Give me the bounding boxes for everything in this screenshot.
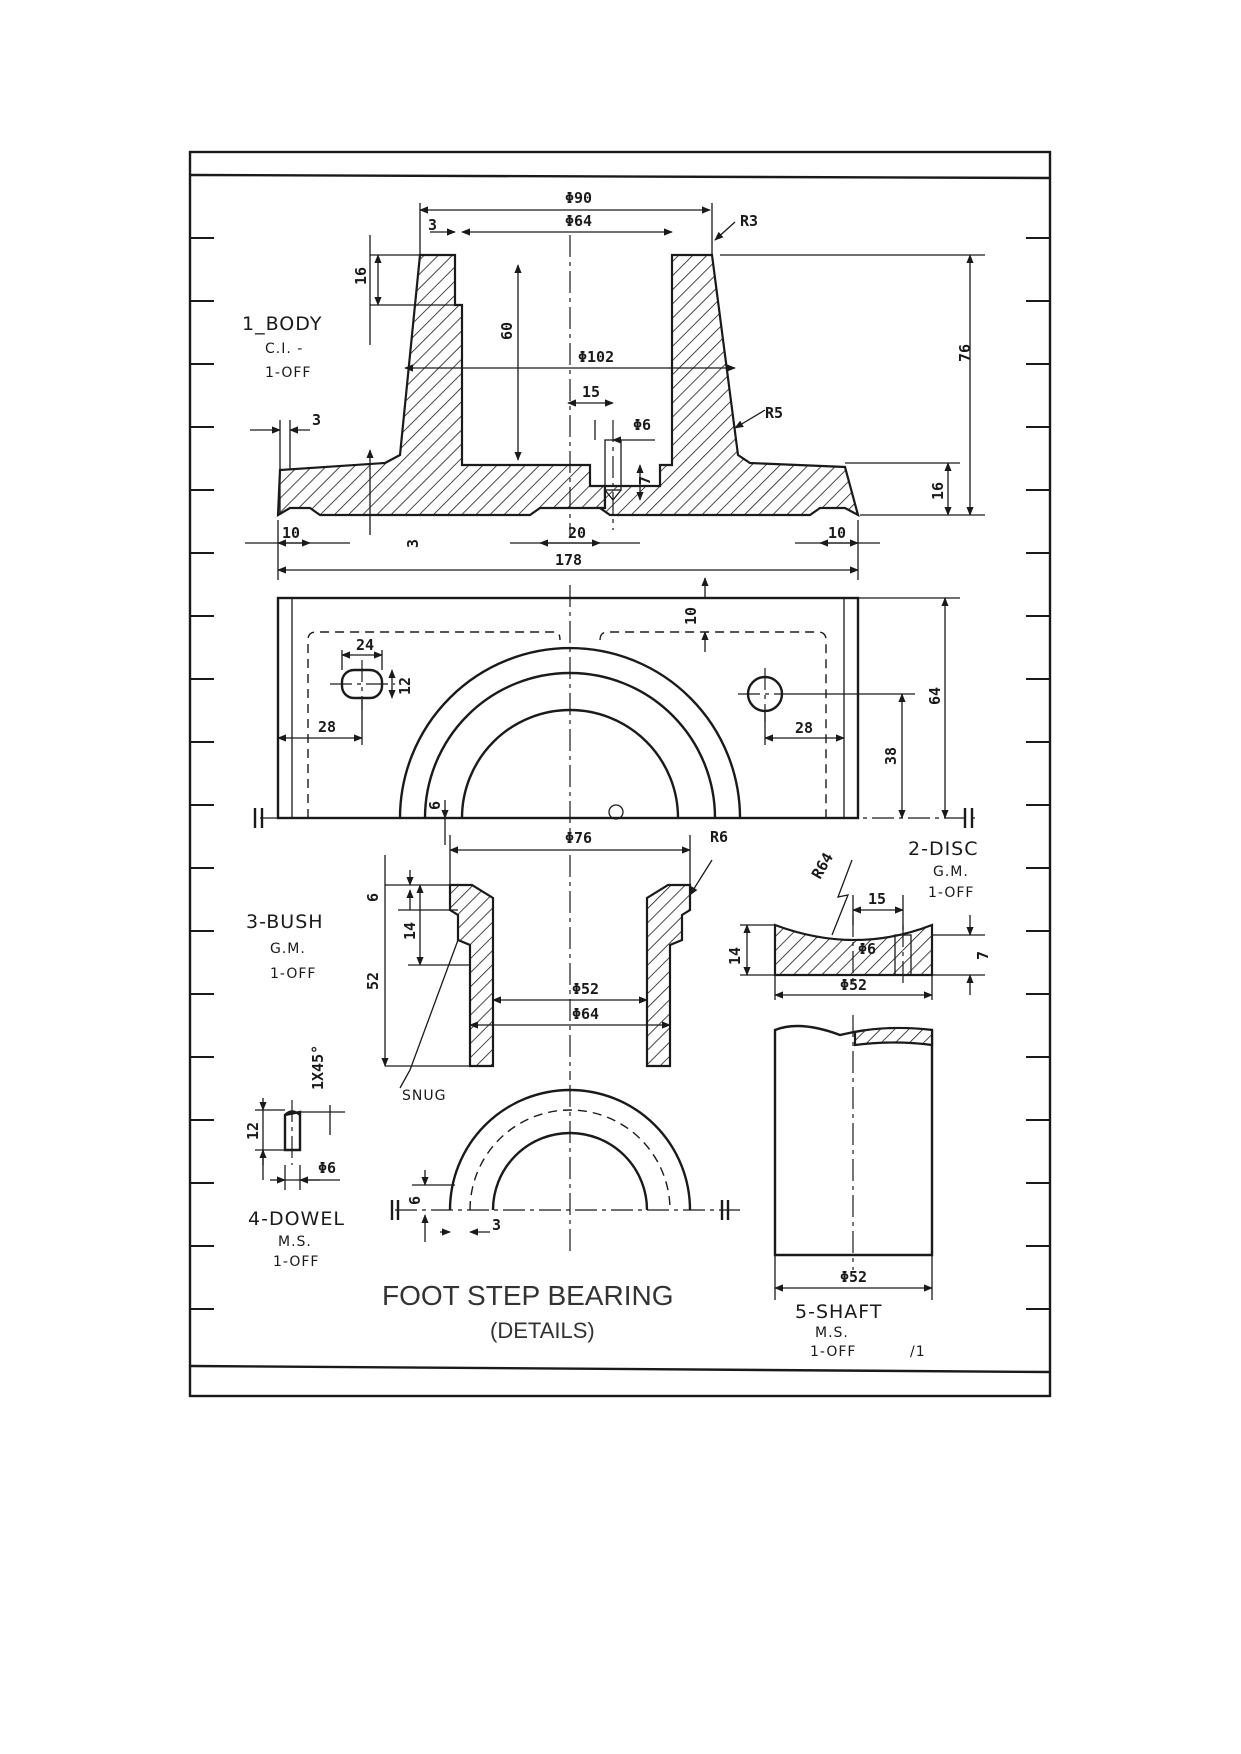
body-front-section xyxy=(276,235,860,535)
dim-bush-d76: Φ76 xyxy=(565,829,592,847)
bush-label: 3-BUSH G.M. 1-OFF xyxy=(246,911,324,982)
dim-bush-6: 6 xyxy=(364,893,382,902)
bush-section xyxy=(448,855,692,1080)
dim-shaft-d52: Φ52 xyxy=(840,1268,867,1286)
dim-bush-52: 52 xyxy=(364,972,382,990)
dim-d6: Φ6 xyxy=(633,416,651,434)
bush-half-plan: 6 3 xyxy=(390,1085,740,1255)
drawing-title-block: FOOT STEP BEARING (DETAILS) xyxy=(382,1280,673,1343)
part-name: 1_BODY xyxy=(242,313,322,335)
part-material: M.S. xyxy=(278,1234,312,1250)
part-name: 3-BUSH xyxy=(246,911,324,933)
dim-disc-d6: Φ6 xyxy=(858,940,876,958)
disc-section: R64 15 14 Φ6 7 Φ52 xyxy=(726,850,992,1000)
sheet-mark: /1 xyxy=(910,1344,926,1360)
dim-60: 60 xyxy=(498,322,516,340)
dim-dowel-d6: Φ6 xyxy=(318,1159,336,1177)
bush-snug-label: SNUG xyxy=(402,1088,446,1104)
dim-plan-28-right: 28 xyxy=(795,719,813,737)
dim-half-6: 6 xyxy=(406,1196,424,1205)
dim-disc-d52: Φ52 xyxy=(840,976,867,994)
dim-dowel-12: 12 xyxy=(244,1122,262,1140)
dim-disc-r64: R64 xyxy=(808,850,837,882)
body-dimensions: Φ90 Φ64 R3 3 16 60 Φ102 76 15 Φ6 R5 3 7 … xyxy=(245,189,985,580)
dim-half-3: 3 xyxy=(492,1216,501,1234)
drawing-subtitle: (DETAILS) xyxy=(490,1318,595,1343)
dim-3-top: 3 xyxy=(428,216,437,234)
dim-d64: Φ64 xyxy=(565,212,592,230)
dim-15: 15 xyxy=(582,383,600,401)
dim-d90: Φ90 xyxy=(565,189,592,207)
dowel-view: 1X45° 12 Φ6 xyxy=(244,1045,345,1190)
dim-disc-15: 15 xyxy=(868,890,886,908)
dim-7: 7 xyxy=(636,476,654,485)
bush-dimensions: Φ76 R6 6 14 52 Φ52 Φ64 SNUG xyxy=(364,828,728,1104)
margin-ticks xyxy=(190,237,1050,1310)
dowel-label: 4-DOWEL M.S. 1-OFF xyxy=(248,1208,345,1270)
dim-20: 20 xyxy=(568,524,586,542)
dim-3-base: 3 xyxy=(404,539,422,548)
dim-10-left: 10 xyxy=(282,524,300,542)
drawing-title: FOOT STEP BEARING xyxy=(382,1280,673,1311)
part-material: G.M. xyxy=(933,864,969,880)
body-plan-view xyxy=(253,585,980,840)
dim-plan-64: 64 xyxy=(926,687,944,705)
part-qty: 1-OFF xyxy=(265,365,311,381)
dim-plan-12: 12 xyxy=(396,677,414,695)
part-qty: 1-OFF xyxy=(273,1254,319,1270)
disc-label: 2-DISC G.M. 1-OFF xyxy=(908,838,979,901)
dim-plan-24: 24 xyxy=(356,636,374,654)
part-name: 5-SHAFT xyxy=(795,1301,883,1323)
dim-bush-r6: R6 xyxy=(710,828,728,846)
shaft-label: 5-SHAFT M.S. 1-OFF /1 xyxy=(795,1301,926,1360)
dim-16-base: 16 xyxy=(929,482,947,500)
dim-plan-10: 10 xyxy=(682,607,700,625)
dim-16-top: 16 xyxy=(352,267,370,285)
sheet-frame xyxy=(188,150,1052,1398)
dim-r3: R3 xyxy=(740,212,758,230)
part-material: C.I. - xyxy=(265,341,303,357)
dim-dowel-chamfer: 1X45° xyxy=(309,1045,327,1090)
part-name: 2-DISC xyxy=(908,838,979,860)
part-qty: 1-OFF xyxy=(270,966,316,982)
part-name: 4-DOWEL xyxy=(248,1208,345,1230)
dim-plan-38: 38 xyxy=(882,747,900,765)
part-material: M.S. xyxy=(815,1325,849,1341)
part-material: G.M. xyxy=(270,941,306,957)
dim-bush-d64: Φ64 xyxy=(572,1005,599,1023)
dim-d102: Φ102 xyxy=(578,348,614,366)
dim-plan-6: 6 xyxy=(426,801,444,810)
plan-dimensions: 10 24 12 28 28 64 38 6 xyxy=(277,577,960,845)
dim-76: 76 xyxy=(956,344,974,362)
dim-10-right: 10 xyxy=(828,524,846,542)
dim-r5: R5 xyxy=(765,404,783,422)
dim-disc-7: 7 xyxy=(974,951,992,960)
dim-bush-d52: Φ52 xyxy=(572,980,599,998)
part-qty: 1-OFF xyxy=(928,885,974,901)
body-label: 1_BODY C.I. - 1-OFF xyxy=(242,313,322,381)
dim-disc-14: 14 xyxy=(726,947,744,965)
dim-bush-14: 14 xyxy=(401,922,419,940)
dim-plan-28-left: 28 xyxy=(318,718,336,736)
part-qty: 1-OFF xyxy=(810,1344,856,1360)
dim-3-left: 3 xyxy=(312,411,321,429)
shaft-view: Φ52 xyxy=(773,1015,934,1300)
dim-178: 178 xyxy=(555,551,582,569)
